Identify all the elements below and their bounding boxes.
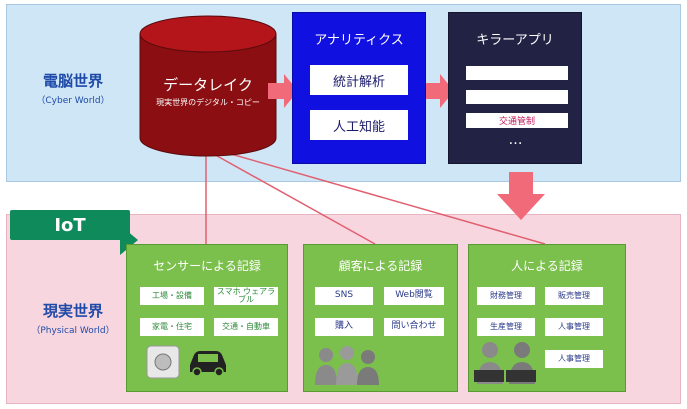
- customer-panel-title: 顧客による記録: [338, 259, 423, 273]
- arrow-right-icon: [268, 74, 298, 108]
- iot-label: IoT: [10, 210, 130, 240]
- killer-app-traffic-control: 交通管制: [466, 113, 568, 128]
- car-icon: [190, 351, 226, 377]
- data-lake-title: データレイク: [163, 76, 253, 94]
- tag-financial-management: 財務管理: [477, 287, 535, 305]
- killer-app-slot: [466, 66, 568, 80]
- tag-inquiry: 問い合わせ: [384, 318, 444, 336]
- tag-hr-management: 人事管理: [545, 318, 603, 336]
- customer-to-lake-line: [209, 151, 376, 245]
- sensor-panel-title: センサーによる記録: [153, 259, 261, 273]
- killer-apps-box: キラーアプリ: [448, 12, 582, 164]
- physical-world-title: 現実世界: [42, 302, 103, 320]
- tag-production-management: 生産管理: [477, 318, 535, 336]
- arrow-right-icon: [424, 74, 454, 108]
- tag-hr-management-2: 人事管理: [545, 350, 603, 368]
- tag-factory-equipment: 工場・設備: [140, 287, 204, 305]
- people-panel-title: 人による記録: [511, 259, 583, 273]
- database-cylinder-icon: [139, 15, 277, 157]
- data-lake-subtitle: 現実世界のデジタル・コピー: [156, 98, 260, 107]
- tag-sales-management: 販売管理: [545, 287, 603, 305]
- sensor-device-icon: [146, 345, 180, 379]
- people-to-lake-line: [209, 147, 546, 245]
- killer-app-slot: [466, 90, 568, 104]
- killer-apps-more: …: [508, 132, 526, 148]
- arrow-down-icon: [497, 172, 545, 220]
- tag-smartphone-wearable: スマホ ウェアラブル: [214, 287, 278, 305]
- analytics-item-ai: 人工知能: [310, 110, 408, 140]
- laptop-user-icon: [474, 342, 536, 384]
- tag-purchase: 購入: [315, 318, 373, 336]
- tag-web-browsing: Web閲覧: [384, 287, 444, 305]
- cyber-world-title: 電脳世界: [42, 72, 103, 90]
- tag-sns: SNS: [315, 287, 373, 305]
- people-group-icon: [315, 346, 379, 385]
- data-lake-label: データレイク 現実世界のデジタル・コピー: [140, 74, 276, 108]
- analytics-title: アナリティクス: [314, 33, 404, 48]
- killer-apps-title: キラーアプリ: [476, 33, 554, 48]
- tag-transport-vehicle: 交通・自動車: [214, 318, 278, 336]
- cyber-world-subtitle: （Cyber World）: [36, 96, 110, 106]
- tag-home-appliance: 家電・住宅: [140, 318, 204, 336]
- physical-world-subtitle: （Physical World）: [31, 326, 115, 336]
- analytics-item-statistics: 統計解析: [310, 65, 408, 95]
